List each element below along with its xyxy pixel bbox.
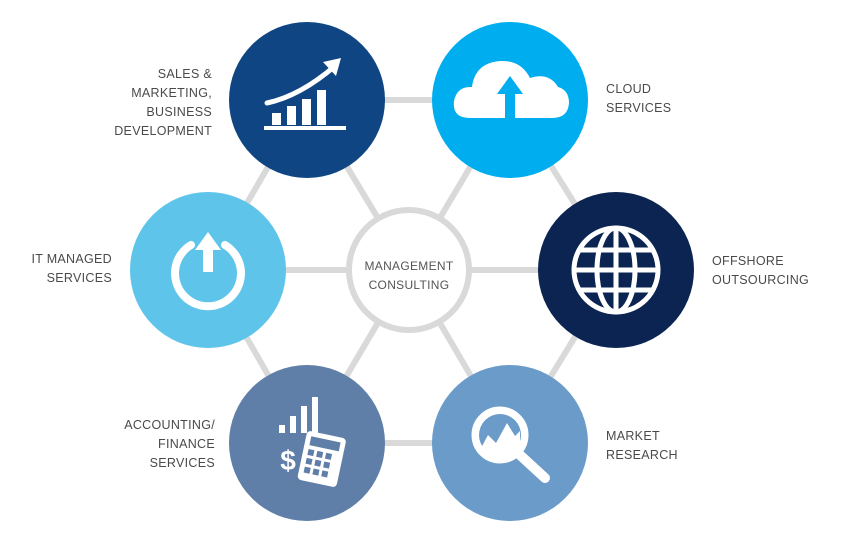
node-offshore	[538, 192, 694, 348]
label-offshore-line-2: OUTSOURCING	[712, 273, 810, 287]
cloud-upload-icon	[453, 60, 569, 118]
label-offshore-line-1: OFFSHORE	[712, 254, 784, 268]
node-sales	[229, 22, 385, 178]
node-cloud	[432, 22, 588, 178]
power-upload-icon	[171, 232, 245, 311]
label-sales-line-2: MARKETING,	[131, 86, 212, 100]
center-label-line-1: MANAGEMENT	[364, 259, 454, 273]
label-sales-line-1: SALES &	[157, 67, 212, 81]
center-label-line-2: CONSULTING	[368, 278, 450, 292]
label-cloud-line-1: CLOUD	[606, 82, 652, 96]
growth-chart-icon	[264, 58, 346, 130]
svg-text:$: $	[280, 445, 296, 476]
label-accounting: ACCOUNTING/ FINANCE SERVICES	[105, 416, 215, 473]
center-label: MANAGEMENT CONSULTING	[350, 257, 468, 295]
center-hub	[346, 207, 472, 333]
label-it-line-2: SERVICES	[46, 271, 112, 285]
label-market: MARKET RESEARCH	[606, 427, 726, 465]
magnifier-chart-icon	[471, 406, 550, 483]
calculator-dollar-icon: $	[279, 397, 346, 487]
label-accounting-line-1: ACCOUNTING/	[124, 418, 215, 432]
label-cloud: CLOUD SERVICES	[606, 80, 726, 118]
label-market-line-2: RESEARCH	[606, 448, 678, 462]
node-it	[130, 192, 286, 348]
label-cloud-line-2: SERVICES	[606, 101, 672, 115]
label-market-line-1: MARKET	[606, 429, 660, 443]
node-accounting: $	[229, 365, 385, 521]
label-accounting-line-3: SERVICES	[149, 456, 215, 470]
label-it: IT MANAGED SERVICES	[10, 250, 112, 288]
label-sales-line-3: BUSINESS	[146, 105, 212, 119]
node-market	[432, 365, 588, 521]
label-sales-line-4: DEVELOPMENT	[114, 124, 212, 138]
label-offshore: OFFSHORE OUTSOURCING	[712, 252, 832, 290]
label-accounting-line-2: FINANCE	[158, 437, 215, 451]
label-sales: SALES & MARKETING, BUSINESS DEVELOPMENT	[110, 65, 212, 141]
globe-icon	[571, 225, 661, 315]
label-it-line-1: IT MANAGED	[31, 252, 112, 266]
